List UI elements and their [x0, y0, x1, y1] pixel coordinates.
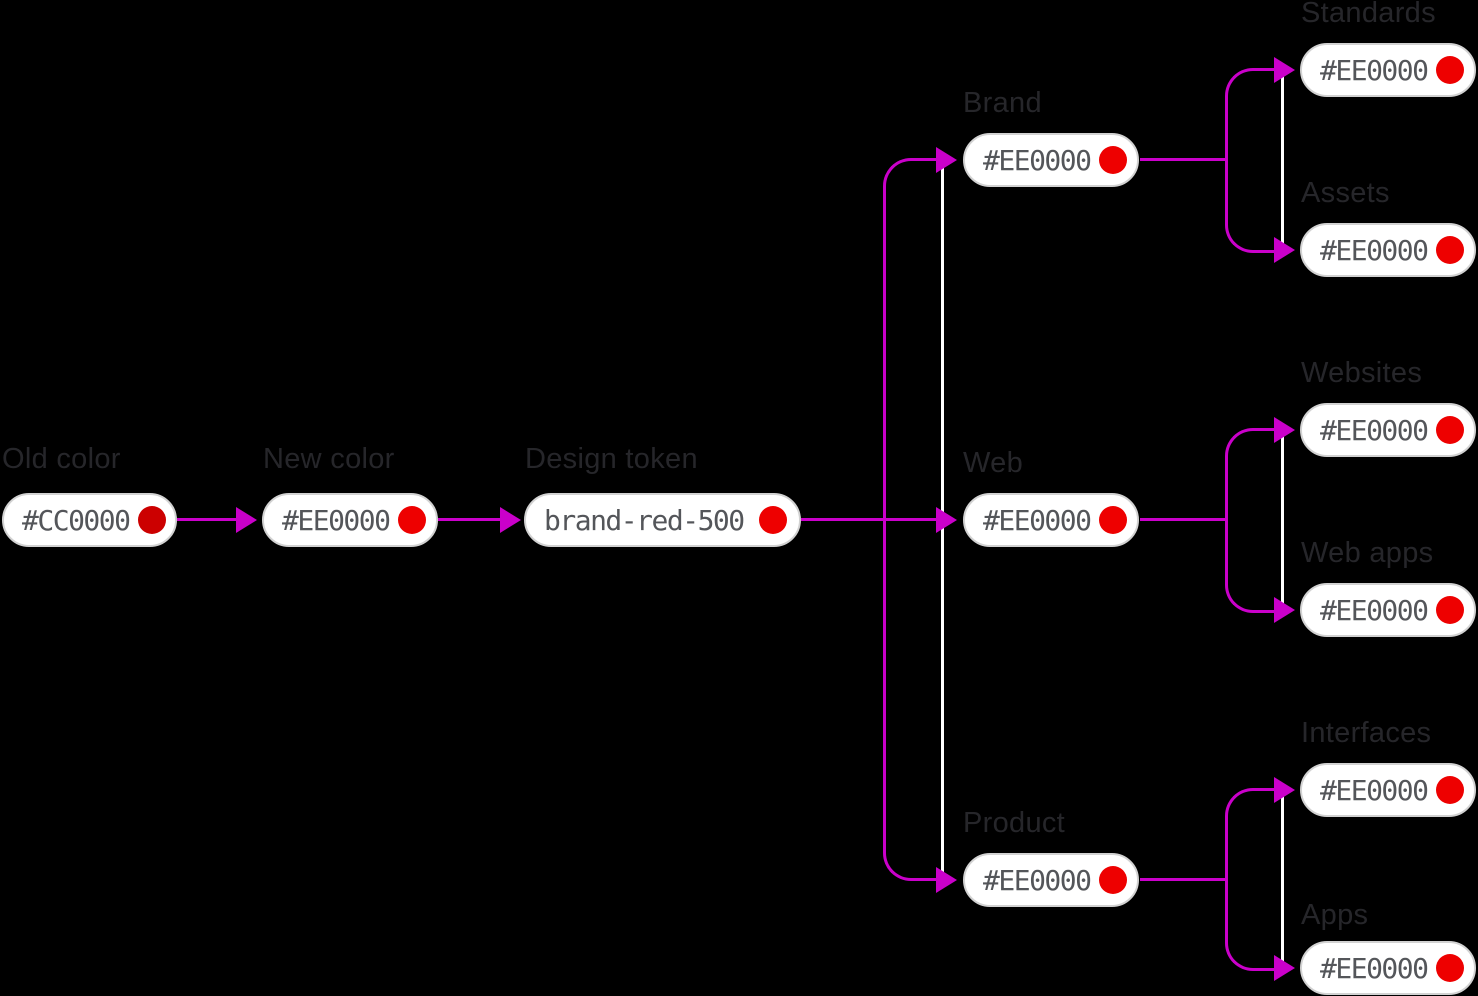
color-swatch-new-icon — [397, 506, 426, 534]
color-pill-new: #EE0000 — [262, 493, 438, 547]
color-swatch-old-icon — [137, 506, 166, 534]
color-swatch-assets-icon — [1435, 236, 1464, 264]
color-swatch-apps-icon — [1435, 954, 1464, 982]
color-value-old: #CC0000 — [22, 503, 131, 537]
arrowhead-websites-icon — [1274, 417, 1295, 443]
node-label-web-apps: Web apps — [1301, 537, 1434, 569]
arrowhead-web-icon — [936, 507, 957, 533]
node-label-apps: Apps — [1301, 899, 1369, 931]
arrowhead-standards-icon — [1274, 57, 1295, 83]
color-value-interfaces: #EE0000 — [1320, 773, 1429, 807]
color-swatch-interfaces-icon — [1435, 776, 1464, 804]
color-swatch-token-icon — [759, 506, 787, 534]
node-label-old-color: Old color — [2, 443, 121, 475]
color-pill-websites: #EE0000 — [1300, 403, 1476, 457]
arrowhead-webapps-icon — [1274, 597, 1295, 623]
color-swatch-standards-icon — [1435, 56, 1464, 84]
token-value: brand-red-500 — [544, 503, 745, 537]
arrowhead-new-icon — [236, 507, 257, 533]
color-pill-product: #EE0000 — [963, 853, 1139, 907]
bracket-channels — [883, 158, 939, 881]
color-value-new: #EE0000 — [282, 503, 391, 537]
node-label-design-token: Design token — [525, 443, 698, 475]
connector-new-to-token — [438, 518, 500, 521]
bracket-product-outputs — [1225, 788, 1278, 971]
rail-web-outputs — [1281, 429, 1284, 612]
connector-product-out — [1140, 878, 1228, 881]
color-value-standards: #EE0000 — [1320, 53, 1429, 87]
color-value-product: #EE0000 — [983, 863, 1092, 897]
arrowhead-assets-icon — [1274, 237, 1295, 263]
color-pill-web: #EE0000 — [963, 493, 1139, 547]
node-label-product: Product — [963, 807, 1066, 839]
color-value-web-apps: #EE0000 — [1320, 593, 1429, 627]
color-swatch-web-icon — [1098, 506, 1127, 534]
color-swatch-brand-icon — [1098, 146, 1127, 174]
arrowhead-token-icon — [500, 507, 521, 533]
connector-brand-out — [1140, 158, 1228, 161]
node-label-web: Web — [963, 447, 1024, 479]
node-label-new-color: New color — [263, 443, 395, 475]
token-pill: brand-red-500 — [524, 493, 801, 547]
color-value-apps: #EE0000 — [1320, 951, 1429, 985]
color-value-assets: #EE0000 — [1320, 233, 1429, 267]
color-swatch-product-icon — [1098, 866, 1127, 894]
color-value-websites: #EE0000 — [1320, 413, 1429, 447]
color-swatch-web-apps-icon — [1435, 596, 1464, 624]
arrowhead-brand-icon — [936, 147, 957, 173]
bracket-web-outputs — [1225, 428, 1278, 613]
color-swatch-websites-icon — [1435, 416, 1464, 444]
node-label-brand: Brand — [963, 87, 1042, 119]
color-pill-brand: #EE0000 — [963, 133, 1139, 187]
color-pill-standards: #EE0000 — [1300, 43, 1476, 97]
color-value-web: #EE0000 — [983, 503, 1092, 537]
rail-product-outputs — [1281, 789, 1284, 970]
node-label-standards: Standards — [1301, 0, 1436, 29]
node-label-assets: Assets — [1301, 177, 1390, 209]
connector-token-to-web — [801, 518, 939, 521]
color-pill-interfaces: #EE0000 — [1300, 763, 1476, 817]
arrowhead-product-icon — [936, 867, 957, 893]
color-value-brand: #EE0000 — [983, 143, 1092, 177]
bracket-brand-outputs — [1225, 68, 1278, 253]
rail-brand-outputs — [1281, 69, 1284, 252]
connector-old-to-new — [177, 518, 237, 521]
color-pill-assets: #EE0000 — [1300, 223, 1476, 277]
color-pill-web-apps: #EE0000 — [1300, 583, 1476, 637]
node-label-interfaces: Interfaces — [1301, 717, 1432, 749]
node-label-websites: Websites — [1301, 357, 1423, 389]
color-pill-old: #CC0000 — [2, 493, 177, 547]
arrowhead-apps-icon — [1274, 955, 1295, 981]
connector-web-out — [1140, 518, 1228, 521]
color-pill-apps: #EE0000 — [1300, 941, 1476, 995]
arrowhead-interfaces-icon — [1274, 777, 1295, 803]
